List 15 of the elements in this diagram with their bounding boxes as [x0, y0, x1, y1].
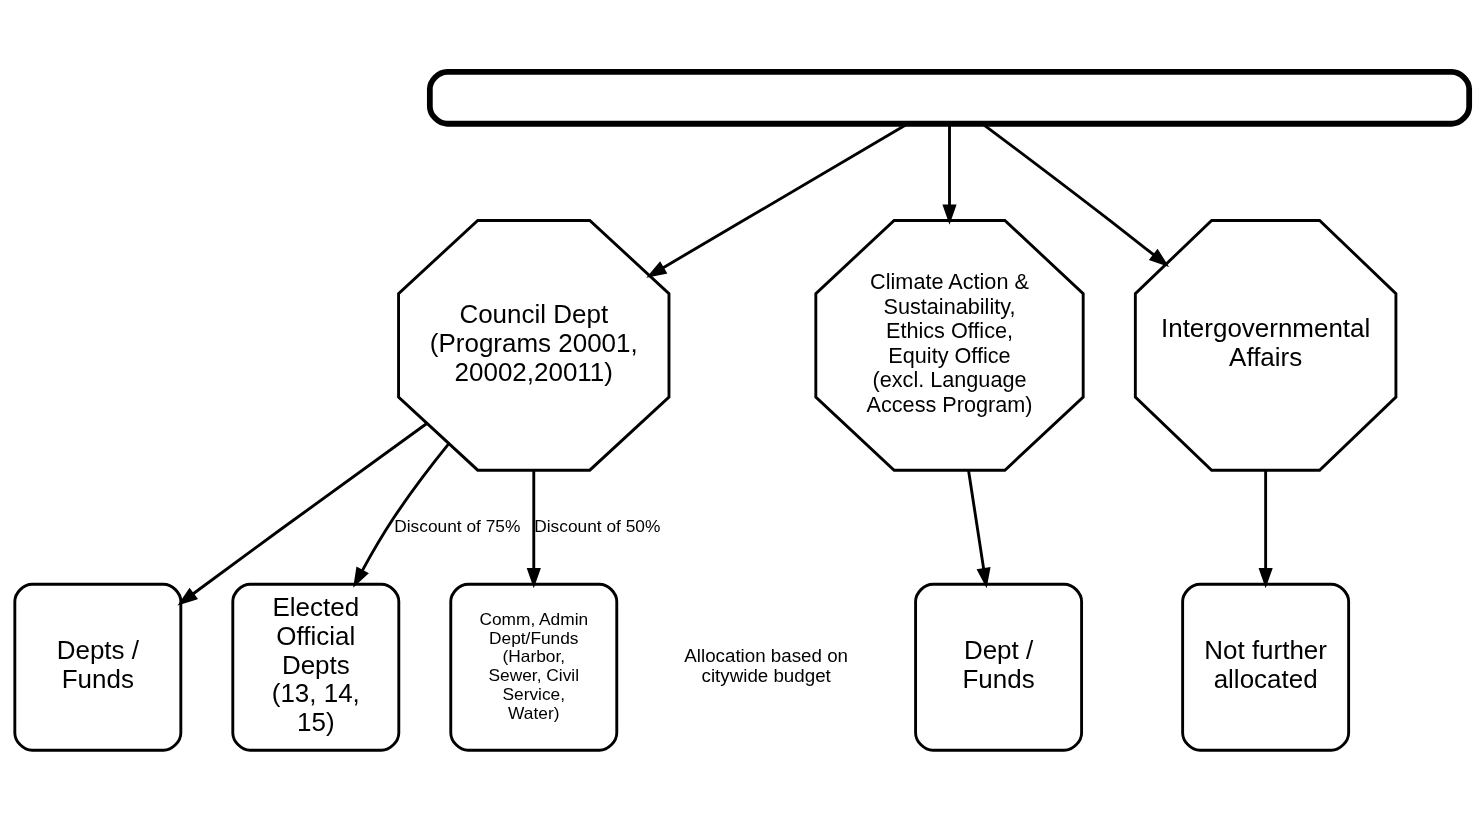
edge-label: Discount of 50% — [534, 515, 661, 536]
arrow — [526, 470, 541, 589]
node-box: Not further allocated — [1181, 582, 1351, 752]
arrow — [967, 470, 991, 589]
node-box — [426, 68, 1473, 127]
node-box: Comm, Admin Dept/Funds (Harbor, Sewer, Civil Service, Water) — [449, 582, 619, 752]
node-box: Depts / Funds — [13, 582, 183, 752]
arrow — [177, 422, 428, 606]
arrow — [1258, 470, 1273, 589]
arrow — [942, 124, 957, 225]
node-box: Dept / Funds — [914, 582, 1084, 752]
node-box: Elected Official Depts (13, 14, 15) — [231, 582, 401, 752]
arrow — [353, 442, 450, 588]
edge-label: Discount of 75% — [394, 515, 521, 536]
label: Allocation based on citywide budget — [684, 645, 849, 687]
